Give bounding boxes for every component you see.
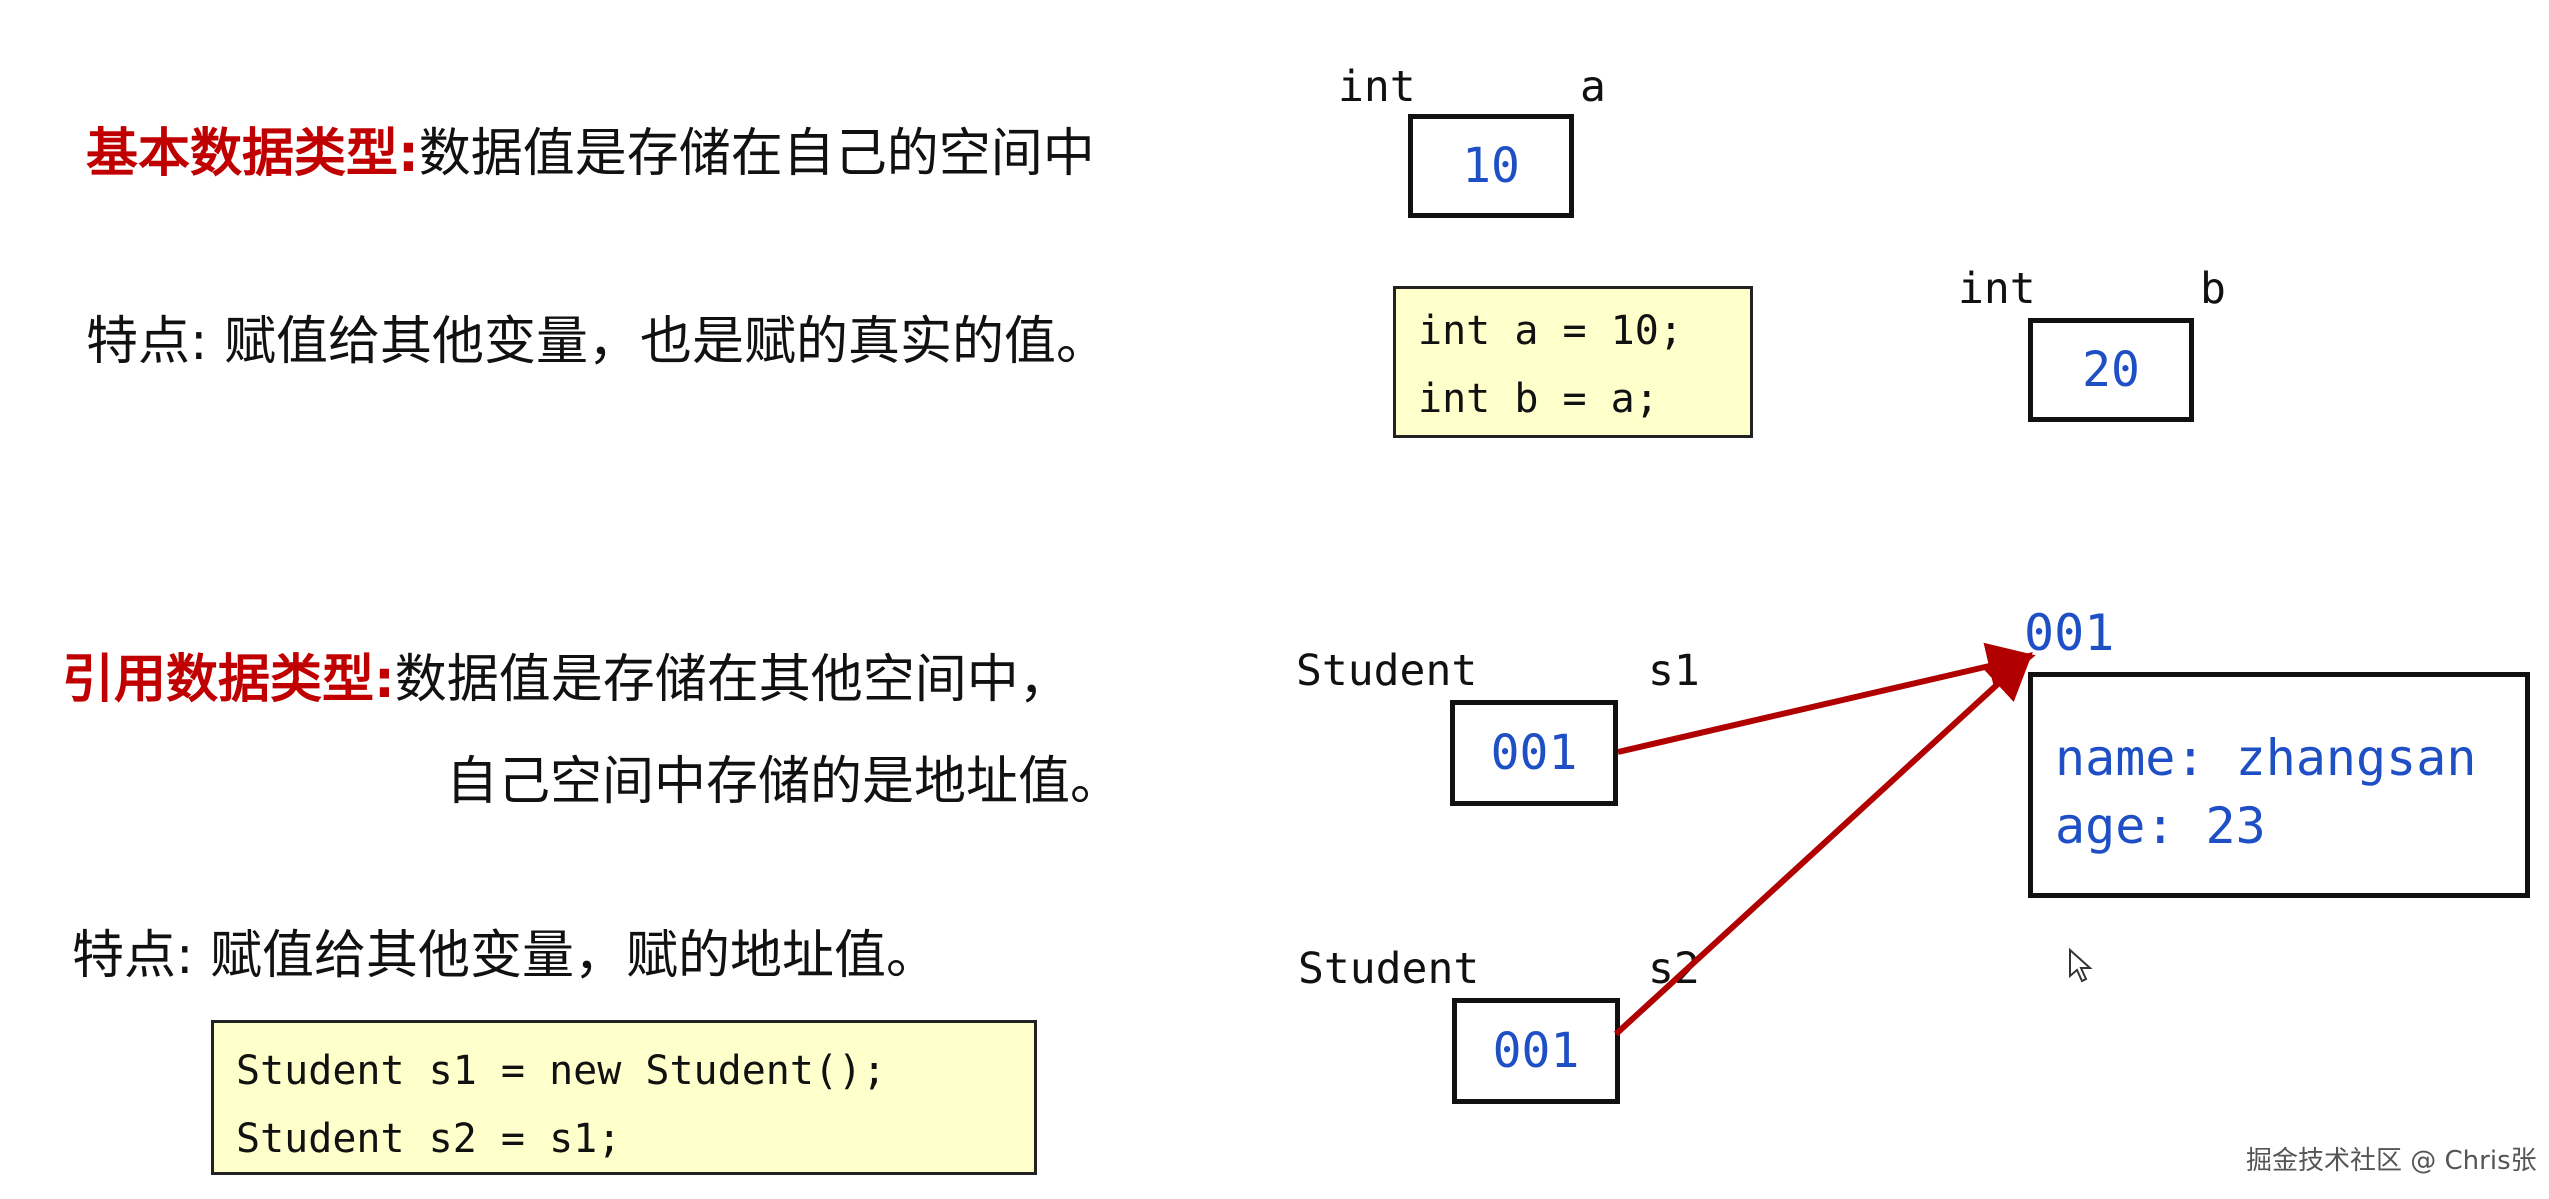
watermark: 掘金技术社区 @ Chris张 — [2246, 1146, 2537, 1176]
primitive-title: 基本数据类型: — [86, 124, 419, 184]
object-address: 001 — [2024, 604, 2115, 662]
reference-description-line2: 自己空间中存储的是地址值。 — [446, 752, 1123, 812]
var-s1-box: 001 — [1450, 700, 1618, 806]
var-a-value: 10 — [1462, 138, 1520, 194]
primitive-code-line-2: int b = a; — [1418, 376, 1659, 422]
reference-description-line1: 数据值是存储在其他空间中， — [394, 650, 1071, 710]
var-a-type: int — [1338, 62, 1416, 112]
primitive-code-box: int a = 10; int b = a; — [1393, 286, 1753, 438]
var-a-name: a — [1580, 62, 1606, 112]
arrow-s1-to-object — [1617, 642, 2036, 755]
var-b-name: b — [2200, 264, 2226, 314]
var-s1-name: s1 — [1648, 646, 1700, 696]
object-field-name: name: zhangsan — [2055, 729, 2477, 787]
reference-code-box: Student s1 = new Student(); Student s2 =… — [211, 1020, 1037, 1175]
object-box: name: zhangsan age: 23 — [2028, 672, 2530, 898]
var-b-value: 20 — [2082, 342, 2140, 398]
primitive-feature: 特点: 赋值给其他变量，也是赋的真实的值。 — [86, 312, 1109, 372]
arrow-s2-to-object — [1613, 651, 2033, 1037]
object-field-age: age: 23 — [2055, 797, 2266, 855]
var-s1-value: 001 — [1490, 725, 1578, 781]
mouse-cursor-icon — [2069, 947, 2093, 983]
reference-code-line-2: Student s2 = s1; — [236, 1116, 622, 1162]
reference-heading: 引用数据类型:数据值是存储在其他空间中， — [62, 654, 1071, 706]
reference-title: 引用数据类型: — [62, 650, 395, 710]
var-s2-value: 001 — [1492, 1023, 1580, 1079]
var-b-type: int — [1958, 264, 2036, 314]
var-s2-type: Student — [1298, 944, 1480, 994]
primitive-code-line-1: int a = 10; — [1418, 308, 1683, 354]
var-a-box: 10 — [1408, 114, 1574, 218]
var-s1-type: Student — [1296, 646, 1478, 696]
primitive-heading: 基本数据类型:数据值是存储在自己的空间中 — [86, 128, 1095, 180]
primitive-description: 数据值是存储在自己的空间中 — [418, 124, 1095, 184]
reference-code-line-1: Student s1 = new Student(); — [236, 1048, 887, 1094]
reference-feature: 特点: 赋值给其他变量，赋的地址值。 — [72, 926, 939, 986]
var-b-box: 20 — [2028, 318, 2194, 422]
var-s2-box: 001 — [1452, 998, 1620, 1104]
